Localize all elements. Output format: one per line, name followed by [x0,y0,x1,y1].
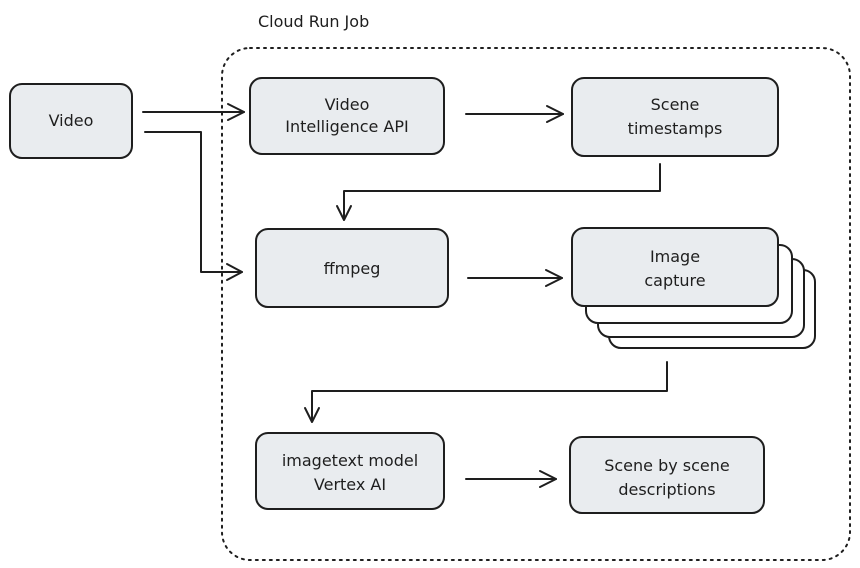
edge-video-to-ffmpeg [144,131,243,281]
node-image-capture-box [571,227,779,307]
node-scene-descriptions-line2: descriptions [618,480,715,499]
node-scene-timestamps-line1: Scene [651,95,700,114]
cloud-run-job-group: Cloud Run Job [221,12,851,561]
edge-ffmpeg-to-capture [467,269,563,287]
node-ffmpeg-box [255,228,449,308]
node-video-box [9,83,133,159]
node-image-capture-stack: Image capture [571,227,816,349]
node-video-label: Video [49,111,94,130]
cloud-run-job-label: Cloud Run Job [258,12,369,31]
edges [142,103,668,488]
node-scene-timestamps-line2: timestamps [628,119,723,138]
cloud-run-job-border [221,47,851,561]
node-video-intelligence: Video Intelligence API [249,77,445,155]
edge-timestamps-to-ffmpeg [336,163,661,221]
node-imagetext-model-line1: imagetext model [282,451,418,470]
edge-intelligence-to-timestamps [465,105,564,123]
node-ffmpeg-label: ffmpeg [324,259,381,278]
node-imagetext-model-box [255,432,445,510]
node-image-capture-line1: Image [650,247,700,266]
node-scene-timestamps-box [571,77,779,157]
node-image-capture-line2: capture [644,271,705,290]
node-video-intelligence-line2: Intelligence API [285,117,409,136]
node-imagetext-model: imagetext model Vertex AI [255,432,445,510]
edge-capture-to-model [304,361,668,423]
node-scene-timestamps: Scene timestamps [571,77,779,157]
node-video-intelligence-line1: Video [325,95,370,114]
node-imagetext-model-line2: Vertex AI [314,475,386,494]
edge-video-to-intelligence [142,103,245,121]
edge-model-to-descriptions [465,470,557,488]
node-video: Video [9,83,133,159]
node-scene-descriptions: Scene by scene descriptions [569,436,765,514]
node-scene-descriptions-box [569,436,765,514]
node-video-intelligence-box [249,77,445,155]
node-scene-descriptions-line1: Scene by scene [604,456,730,475]
node-ffmpeg: ffmpeg [255,228,449,308]
